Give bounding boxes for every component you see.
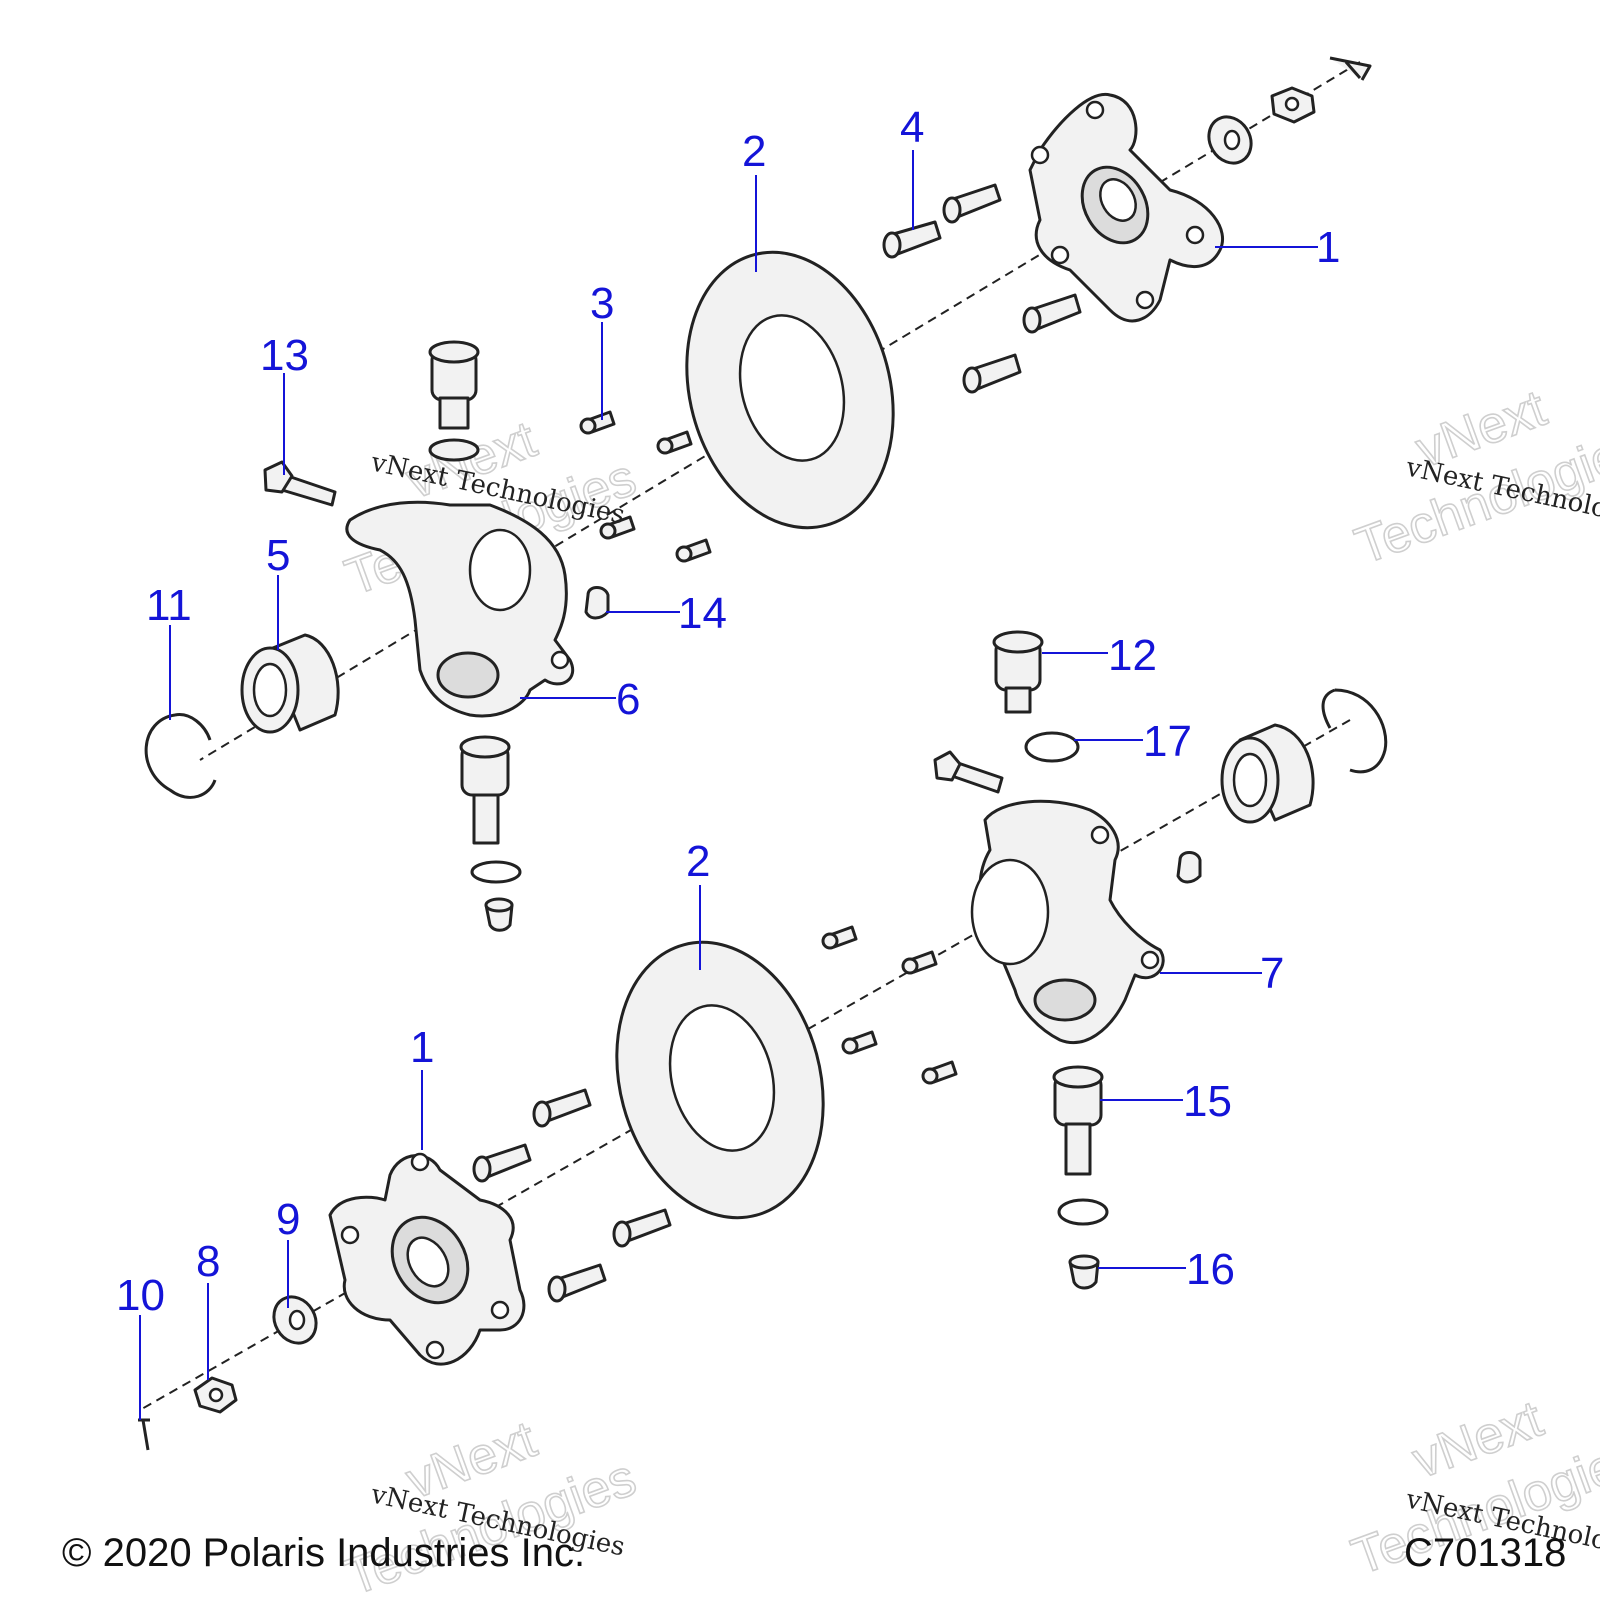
brake-disc-lower: [615, 940, 825, 1220]
steering-knuckle-lower: [970, 799, 1165, 1045]
snap-ring-lower: [1321, 688, 1388, 774]
leader-lines: [139, 150, 1318, 1420]
plug-upper: [584, 586, 610, 620]
callout-9: 9: [276, 1195, 300, 1244]
callout-10: 10: [116, 1271, 165, 1320]
callout-12: 12: [1108, 631, 1157, 680]
knuckle-bolt-lower: [933, 750, 1004, 794]
callout-6: 6: [616, 675, 640, 724]
callout-2-bottom: 2: [686, 837, 710, 886]
callout-17: 17: [1143, 717, 1192, 766]
snap-ring-upper: [144, 713, 217, 799]
castle-nut-16: [1068, 1254, 1100, 1290]
ball-joint-12: [992, 630, 1044, 714]
callout-11: 11: [146, 581, 192, 630]
callout-2-top: 2: [742, 127, 766, 176]
washer-top: [1207, 115, 1253, 165]
disc-bolts-lower: [821, 925, 958, 1085]
steering-knuckle-upper: [345, 500, 574, 718]
callout-1-bottom: 1: [410, 1023, 434, 1072]
callout-7: 7: [1260, 949, 1284, 998]
cotter-pin-lower: [138, 1418, 150, 1451]
callout-16: 16: [1186, 1245, 1235, 1294]
castle-nut-top: [1270, 86, 1316, 124]
callout-3: 3: [590, 279, 614, 328]
wheel-hub-top: [1028, 93, 1224, 323]
wheel-studs-lower: [472, 1088, 672, 1303]
copyright-text: © 2020 Polaris Industries Inc.: [62, 1531, 585, 1575]
wheel-hub-lower: [328, 1152, 526, 1366]
circlip-upper: [470, 860, 522, 884]
circlip-lower: [1057, 1198, 1109, 1226]
cotter-pin-top: [1329, 56, 1372, 81]
knuckle-bolt-upper: [263, 460, 337, 507]
wheel-studs-top: [882, 183, 1082, 394]
callout-15: 15: [1183, 1077, 1232, 1126]
diagram-id: C701318: [1404, 1531, 1566, 1575]
ball-joint-15: [1052, 1065, 1104, 1176]
callout-1-top: 1: [1316, 223, 1340, 272]
castle-nut-upper: [484, 897, 514, 932]
plug-lower: [1176, 851, 1202, 884]
callout-8: 8: [196, 1237, 220, 1286]
brake-disc-top: [685, 250, 895, 530]
washer-lower: [272, 1295, 318, 1345]
callout-14: 14: [678, 589, 727, 638]
callout-5: 5: [266, 531, 290, 580]
castle-nut-lower: [193, 1376, 238, 1414]
ball-joint-upper-top: [428, 340, 480, 462]
callout-13: 13: [260, 331, 309, 380]
ball-joint-lower-top: [459, 735, 511, 845]
wheel-bearing-upper: [240, 633, 340, 734]
circlip-17: [1024, 731, 1080, 763]
wheel-bearing-lower: [1220, 723, 1315, 824]
callout-4: 4: [900, 103, 924, 152]
